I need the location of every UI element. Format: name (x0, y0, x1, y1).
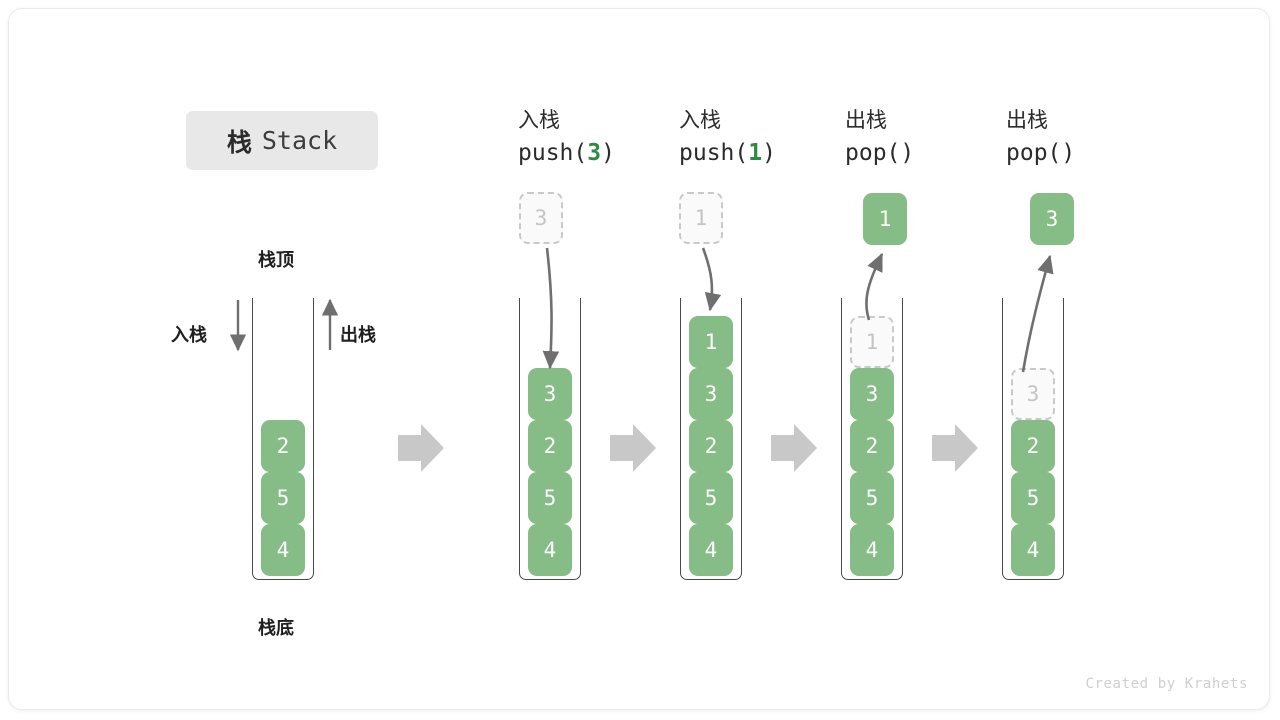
stack-cell: 4 (528, 524, 572, 576)
stack-cell: 3 (528, 368, 572, 420)
watermark: Created by Krahets (1085, 676, 1248, 692)
code-prefix: push( (518, 140, 588, 166)
stack-container-initial: 2 5 4 (252, 298, 314, 580)
stack-cell: 5 (528, 472, 572, 524)
stack-cell: 5 (1011, 472, 1055, 524)
floating-box-push-1: 1 (679, 192, 723, 244)
stack-container-push-3: 3 2 5 4 (519, 298, 581, 580)
column-header-cn: 入栈 (679, 109, 721, 132)
stack-cell: 5 (261, 472, 305, 524)
stack-cell: 4 (850, 524, 894, 576)
column-header-push-3: 入栈 push(3) (518, 106, 698, 170)
push-side-label: 入栈 (171, 325, 207, 345)
code-suffix: ) (900, 140, 915, 166)
stack-cell: 4 (261, 524, 305, 576)
code-arg: 1 (748, 140, 763, 166)
code-suffix: ) (601, 140, 615, 166)
code-prefix: pop( (1006, 140, 1062, 166)
stack-bottom-label: 栈底 (258, 618, 294, 638)
column-header-code: push(3) (518, 136, 698, 170)
stack-top-label: 栈顶 (258, 250, 294, 270)
column-header-push-1: 入栈 push(1) (679, 106, 859, 170)
column-header-pop-1: 出栈 pop() (845, 106, 1025, 170)
stack-cell: 5 (850, 472, 894, 524)
title-badge: 栈 Stack (186, 111, 378, 170)
column-header-code: push(1) (679, 136, 859, 170)
stack-cell: 4 (1011, 524, 1055, 576)
stack-cell: 2 (261, 420, 305, 472)
stack-cells: 1 3 2 5 4 (681, 316, 741, 576)
column-header-cn: 入栈 (518, 109, 560, 132)
stack-cell: 4 (689, 524, 733, 576)
stack-cells: 1 3 2 5 4 (842, 316, 902, 576)
floating-box-push-3: 3 (519, 192, 563, 244)
code-prefix: push( (679, 140, 749, 166)
column-header-code: pop() (845, 136, 1025, 170)
code-arg: 3 (587, 140, 602, 166)
column-header-cn: 出栈 (845, 109, 887, 132)
column-header-code: pop() (1006, 136, 1186, 170)
stack-cell: 5 (689, 472, 733, 524)
title-en: Stack (261, 126, 338, 155)
stack-cell: 3 (850, 368, 894, 420)
code-prefix: pop( (845, 140, 901, 166)
stack-cells: 3 2 5 4 (520, 368, 580, 576)
stack-cell: 3 (1011, 368, 1055, 420)
stack-cell: 2 (850, 420, 894, 472)
stack-container-push-1: 1 3 2 5 4 (680, 298, 742, 580)
stack-cell: 2 (689, 420, 733, 472)
stack-container-pop-3: 3 2 5 4 (1002, 298, 1064, 580)
stack-cell: 1 (850, 316, 894, 368)
floating-box-pop-1: 1 (863, 193, 907, 245)
stack-container-pop-1: 1 3 2 5 4 (841, 298, 903, 580)
code-suffix: ) (1061, 140, 1076, 166)
column-header-cn: 出栈 (1006, 109, 1048, 132)
stack-cell: 2 (528, 420, 572, 472)
column-header-pop-3: 出栈 pop() (1006, 106, 1186, 170)
title-cn: 栈 (226, 128, 252, 157)
stack-cell: 3 (689, 368, 733, 420)
stack-cell: 1 (689, 316, 733, 368)
stack-cells: 3 2 5 4 (1003, 368, 1063, 576)
code-suffix: ) (762, 140, 776, 166)
floating-box-pop-3: 3 (1030, 193, 1074, 245)
pop-side-label: 出栈 (340, 325, 376, 345)
stack-cell: 2 (1011, 420, 1055, 472)
stack-cells: 2 5 4 (253, 420, 313, 576)
